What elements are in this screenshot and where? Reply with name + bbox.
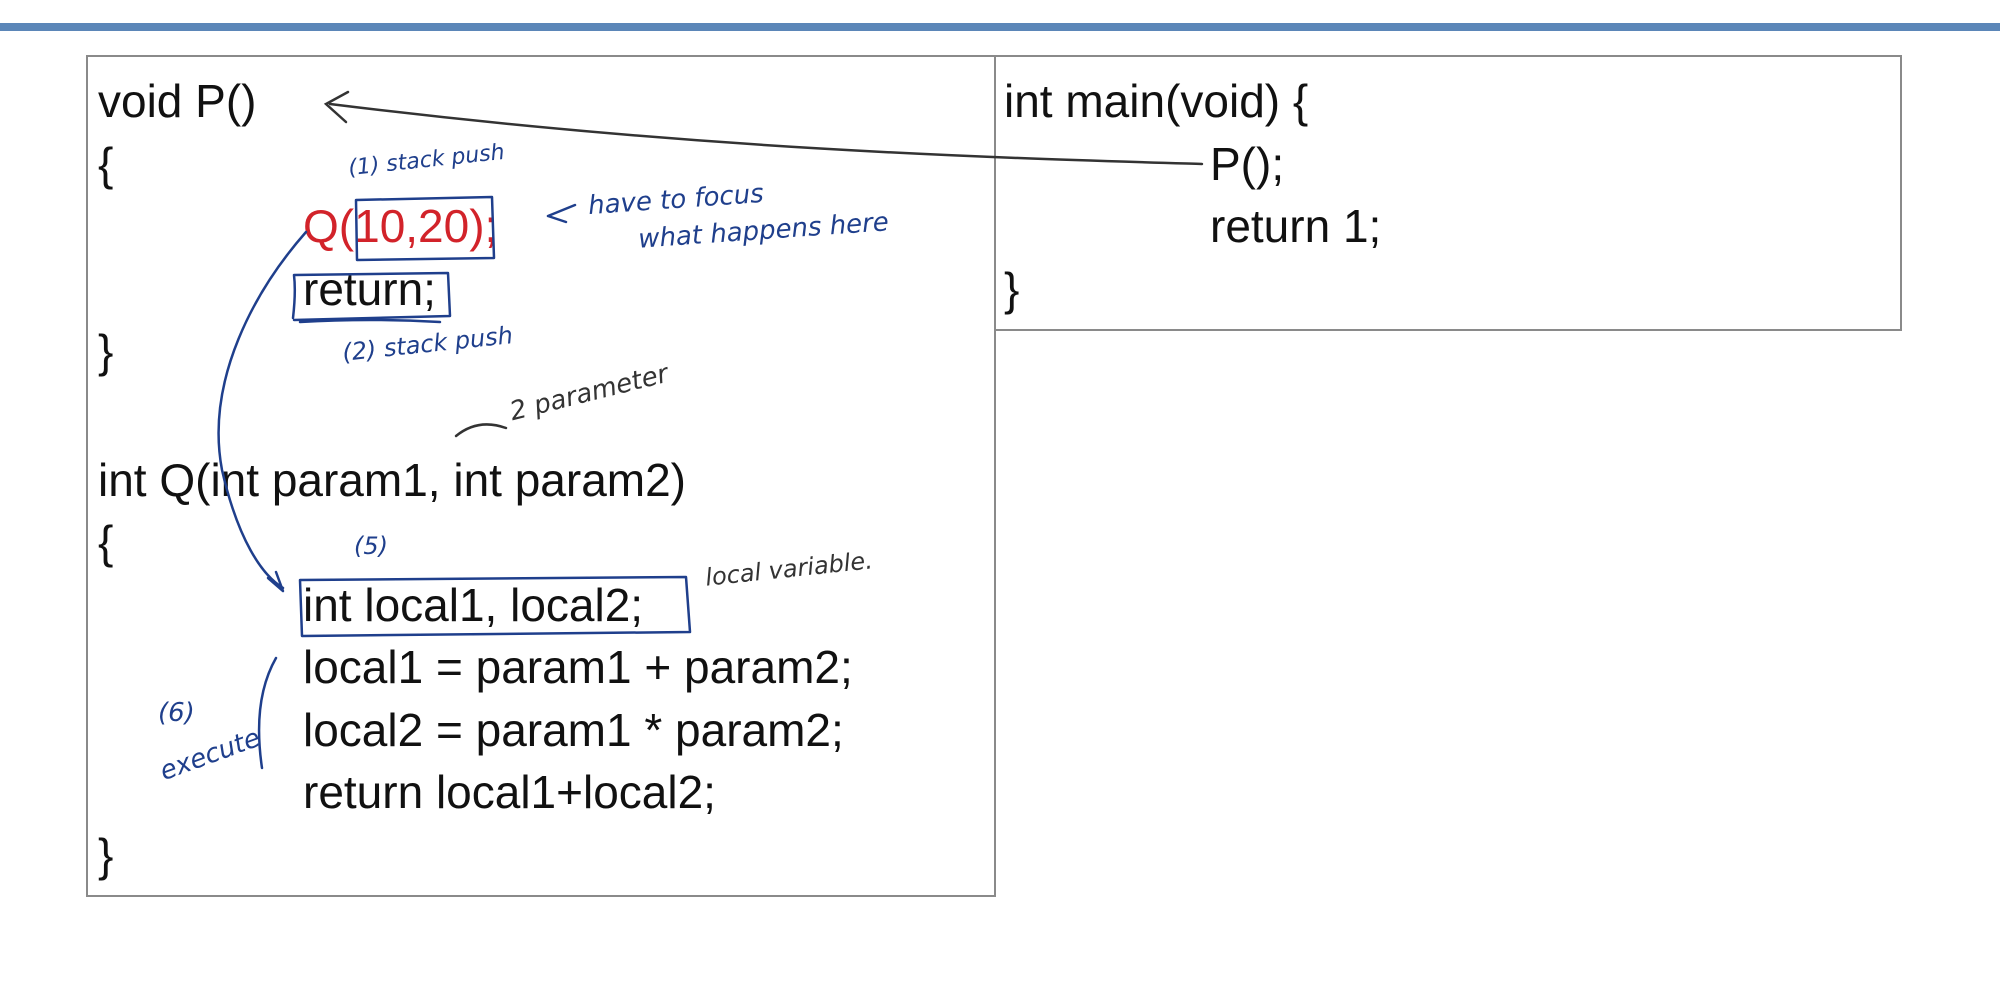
q-call-end: ); (469, 200, 498, 252)
main-return-statement: return 1; (1210, 200, 1382, 252)
main-close-brace: } (1004, 263, 1020, 315)
q-return-statement: return local1+local2; (303, 766, 716, 818)
p-open-brace: { (98, 138, 114, 190)
q-call-name: Q( (303, 200, 355, 252)
q-local-declaration: int local1, local2; (303, 579, 644, 631)
annotation-step6: (6) (158, 698, 195, 728)
p-close-brace: } (98, 325, 114, 377)
q-sum-statement: local1 = param1 + param2; (303, 641, 853, 693)
slide-top-rule (0, 23, 2000, 31)
p-signature: void P() (98, 75, 257, 127)
q-call-statement: Q(10,20); (303, 195, 497, 257)
main-signature: int main(void) { (1004, 75, 1309, 127)
q-signature: int Q(int param1, int param2) (98, 454, 687, 506)
q-close-brace: } (98, 829, 114, 881)
annotation-step5: (5) (354, 532, 388, 560)
p-return-statement: return; (303, 263, 436, 315)
main-function-panel (994, 55, 1902, 331)
main-call-p: P(); (1210, 138, 1285, 190)
q-open-brace: { (98, 516, 114, 568)
q-product-statement: local2 = param1 * param2; (303, 704, 844, 756)
q-call-arguments: 10,20 (354, 200, 470, 252)
